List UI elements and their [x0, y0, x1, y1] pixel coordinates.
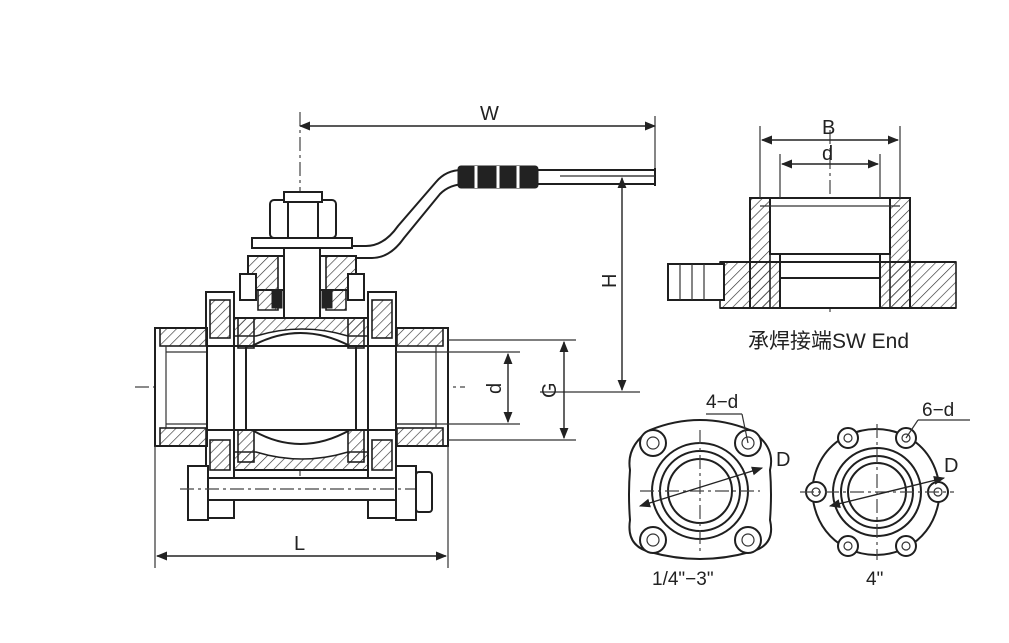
stem-top	[283, 191, 323, 203]
valve-dimensions: W H L d G	[154, 103, 657, 568]
dimension-D-left-label: D	[776, 449, 790, 471]
dimension-B-label: B	[822, 117, 835, 139]
stem-seal-right	[321, 289, 333, 309]
six-bolt-flange-view: D 6−d 4"	[800, 400, 970, 590]
washer	[251, 237, 353, 249]
dimension-G-label: G	[539, 382, 561, 398]
stem-seal-left	[271, 289, 283, 309]
handle-lever-bottom	[330, 183, 655, 259]
bolt-end	[415, 471, 433, 513]
six-holes-label: 6−d	[922, 400, 954, 421]
ball-bore	[245, 345, 357, 431]
dimension-L-label: L	[294, 533, 305, 555]
seat-upper-right	[347, 317, 365, 349]
dimension-D-right-label: D	[944, 455, 958, 477]
sw-end-caption: 承焊接端SW End	[748, 330, 909, 353]
four-bolt-flange-view: D 4−d 1/4"−3"	[628, 392, 790, 590]
right-end-cap	[395, 327, 449, 447]
size-range-label: 1/4"−3"	[652, 569, 714, 590]
seat-lower-right	[347, 429, 365, 463]
ball-bottom	[251, 429, 351, 445]
bolt-head-left	[187, 465, 209, 521]
dimension-d-socket-label: d	[822, 143, 833, 165]
stem-nut	[269, 199, 337, 239]
stem	[283, 247, 321, 319]
seat-upper-left	[237, 317, 255, 349]
size-four-inch-label: 4"	[866, 569, 883, 590]
dimension-W-label: W	[480, 103, 499, 125]
socket-weld-end-detail: B d 承焊接端SW End	[667, 117, 957, 353]
valve-section-view	[135, 112, 656, 521]
dimension-D-left-line	[638, 466, 764, 508]
dimension-d-bore-label: d	[484, 383, 506, 394]
socket-bore	[769, 197, 891, 255]
dimension-H-label: H	[599, 274, 621, 288]
body-lug	[667, 263, 725, 301]
dimension-D-right-line	[828, 476, 946, 508]
ball-top	[251, 332, 351, 347]
bolt-nut-right	[395, 465, 417, 521]
handle-lever-top	[330, 169, 655, 247]
four-holes-label: 4−d	[706, 392, 738, 413]
seat-lower-left	[237, 429, 255, 463]
